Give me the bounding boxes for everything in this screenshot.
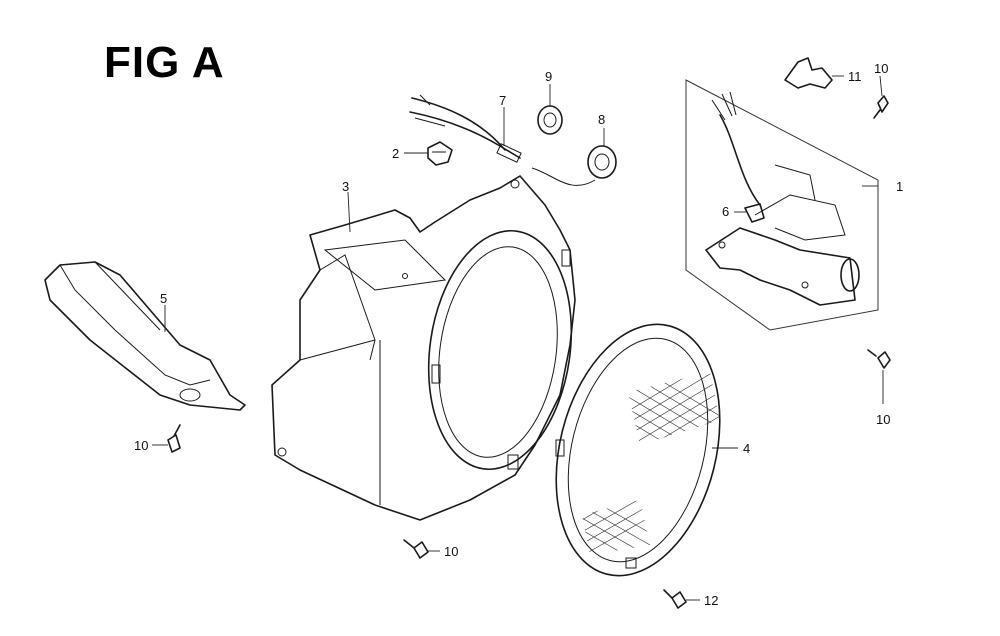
- bolt-part: [873, 95, 889, 119]
- callout-3: 3: [342, 179, 349, 194]
- callout-2: 2: [392, 146, 399, 161]
- callout-5: 5: [160, 291, 167, 306]
- callout-8: 8: [598, 112, 605, 127]
- callout-10-right: 10: [876, 412, 890, 427]
- control-box-assembly: [685, 79, 879, 331]
- callout-9: 9: [545, 69, 552, 84]
- callout-10-top: 10: [874, 61, 888, 76]
- callout-4: 4: [743, 441, 750, 456]
- wire-clamp-part: [784, 57, 833, 89]
- bolt-part: [167, 424, 181, 453]
- callout-6: 6: [722, 204, 729, 219]
- bolt-part: [867, 349, 891, 369]
- leader-lines: [152, 75, 884, 601]
- callout-1: 1: [896, 179, 903, 194]
- fan-shroud-part: [271, 175, 576, 521]
- callout-11: 11: [848, 69, 862, 84]
- grommet-part: [537, 105, 563, 135]
- fan-screen-part: [555, 323, 721, 577]
- callout-10-left: 10: [134, 438, 148, 453]
- wire-harness-part: [409, 94, 522, 163]
- figure-title: FIG A: [104, 38, 225, 87]
- callout-12: 12: [704, 593, 718, 608]
- clip-part: [744, 203, 765, 223]
- callout-7: 7: [499, 93, 506, 108]
- bolt-part: [403, 539, 429, 559]
- callout-10-bottom: 10: [444, 544, 458, 559]
- wire-clip-part: [427, 141, 453, 166]
- side-bracket-part: [44, 261, 246, 411]
- sensor-part: [531, 145, 617, 186]
- bolt-part: [663, 589, 687, 609]
